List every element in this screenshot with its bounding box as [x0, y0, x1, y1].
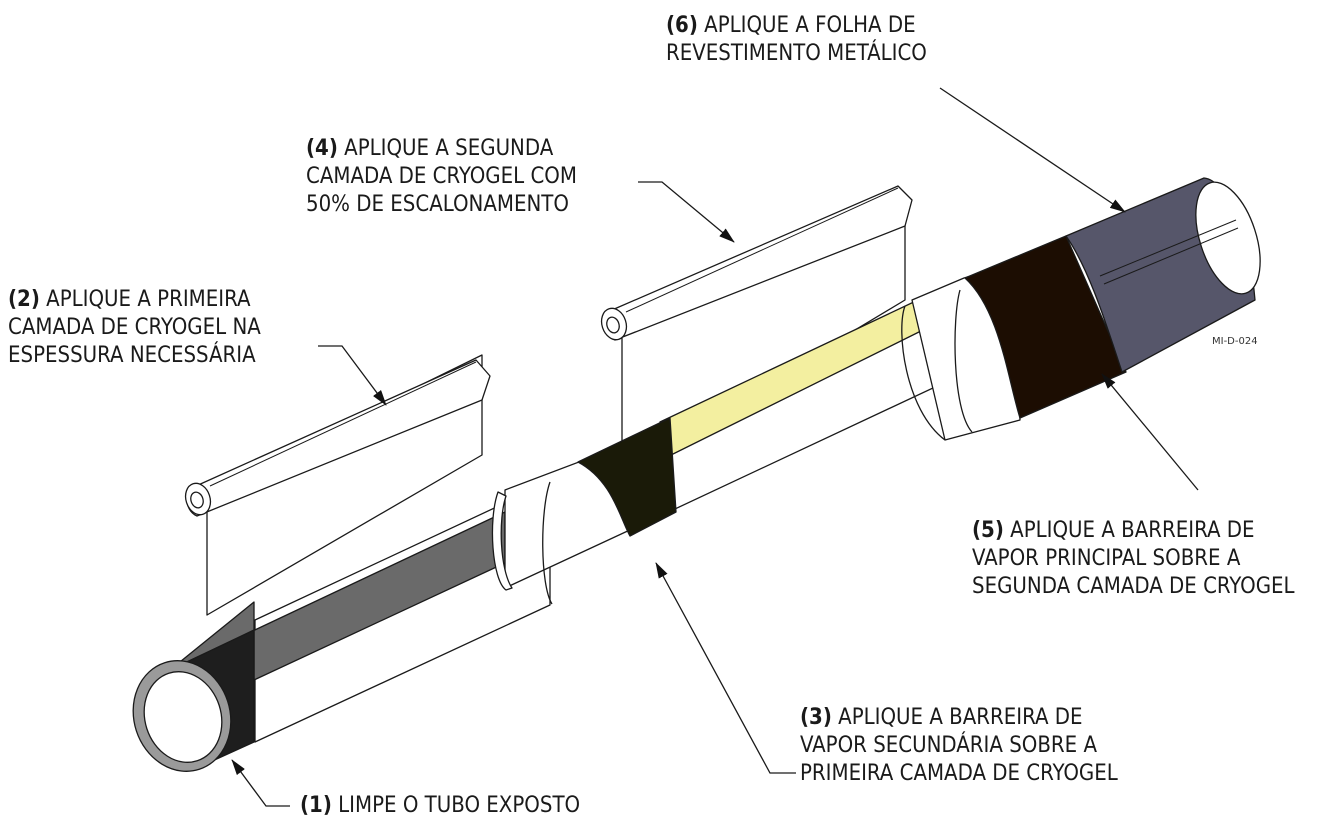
leader-line-1	[231, 759, 290, 807]
step-6-text-1: APLIQUE A FOLHA DE	[697, 13, 916, 38]
step-4-text-2: CAMADA DE CRYOGEL COM	[306, 164, 577, 189]
step-1-number: (1)	[300, 793, 332, 818]
step-4-label: (4) APLIQUE A SEGUNDA CAMADA DE CRYOGEL …	[306, 135, 577, 219]
step-1-text: LIMPE O TUBO EXPOSTO	[331, 793, 581, 818]
leader-line-4	[638, 181, 735, 243]
drawing-reference: MI-D-024	[1212, 336, 1258, 347]
step-3-text-2: VAPOR SECUNDÁRIA SOBRE A	[800, 733, 1097, 758]
exposed-pipe	[132, 511, 506, 772]
first-cryogel-sheet-roll	[184, 354, 491, 616]
leader-line-3	[655, 562, 796, 774]
leader-line-6	[939, 87, 1126, 213]
step-3-number: (3)	[800, 705, 832, 730]
step-1-label: (1) LIMPE O TUBO EXPOSTO	[300, 792, 580, 820]
step-3-label: (3) APLIQUE A BARREIRA DE VAPOR SECUNDÁR…	[800, 704, 1118, 788]
step-2-text-1: APLIQUE A PRIMEIRA	[39, 287, 251, 312]
step-5-label: (5) APLIQUE A BARREIRA DE VAPOR PRINCIPA…	[972, 517, 1295, 601]
step-6-number: (6)	[666, 13, 698, 38]
step-4-text-1: APLIQUE A SEGUNDA	[337, 136, 554, 161]
step-2-text-3: ESPESSURA NECESSÁRIA	[8, 343, 256, 368]
step-3-text-3: PRIMEIRA CAMADA DE CRYOGEL	[800, 761, 1118, 786]
step-5-number: (5)	[972, 518, 1004, 543]
step-5-text-2: VAPOR PRINCIPAL SOBRE A	[972, 546, 1241, 571]
step-4-number: (4)	[306, 136, 338, 161]
leader-line-2	[318, 345, 387, 406]
primary-vapor-barrier	[964, 235, 1127, 419]
step-2-label: (2) APLIQUE A PRIMEIRA CAMADA DE CRYOGEL…	[8, 286, 261, 370]
metal-jacketing	[1065, 177, 1261, 373]
step-2-number: (2)	[8, 287, 40, 312]
step-2-text-2: CAMADA DE CRYOGEL NA	[8, 315, 261, 340]
step-5-text-3: SEGUNDA CAMADA DE CRYOGEL	[972, 574, 1295, 599]
step-6-text-2: REVESTIMENTO METÁLICO	[666, 41, 927, 66]
step-6-label: (6) APLIQUE A FOLHA DE REVESTIMENTO METÁ…	[666, 12, 927, 68]
step-3-text-1: APLIQUE A BARREIRA DE	[831, 705, 1083, 730]
step-5-text-1: APLIQUE A BARREIRA DE	[1003, 518, 1255, 543]
step-4-text-3: 50% DE ESCALONAMENTO	[306, 192, 569, 217]
leader-line-5	[1101, 373, 1199, 491]
